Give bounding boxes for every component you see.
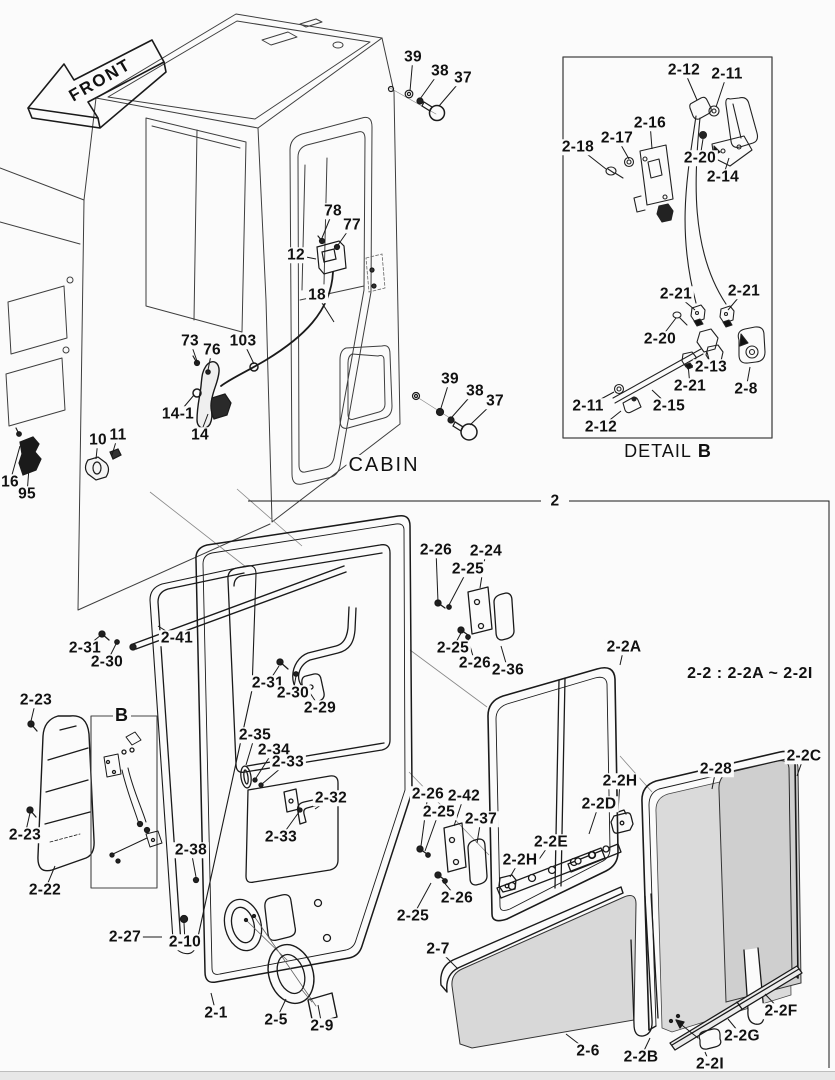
- part-label-2-18: 2-18: [559, 138, 597, 156]
- part-label-95: 95: [16, 485, 38, 503]
- part-label-77: 77: [341, 216, 363, 234]
- part-label-2-1: 2-1: [202, 1004, 230, 1022]
- cabin-art: [0, 13, 401, 611]
- part-label-2-12: 2-12: [665, 61, 703, 79]
- page-edge: [0, 1071, 835, 1080]
- part-label-2-8: 2-8: [732, 380, 760, 398]
- cabin-caption: CABIN: [346, 454, 422, 476]
- part-label-2-41: 2-41: [158, 629, 196, 647]
- part-label-2-29: 2-29: [301, 699, 339, 717]
- part-label-2-9: 2-9: [308, 1017, 336, 1035]
- part-label-2-21: 2-21: [657, 285, 695, 303]
- part-label-2-27: 2-27: [106, 928, 144, 946]
- part-label-38: 38: [464, 382, 486, 400]
- part-label-2-2a: 2-2A: [604, 638, 644, 656]
- part-label-2-31: 2-31: [66, 639, 104, 657]
- part-label-2-15: 2-15: [650, 397, 688, 415]
- part-label-2-2i: 2-2I: [694, 1055, 726, 1073]
- part-label-2-2e: 2-2E: [532, 833, 570, 851]
- part-label-18: 18: [306, 286, 328, 304]
- part-label-2-22: 2-22: [26, 881, 64, 899]
- part-label-2-21: 2-21: [671, 377, 709, 395]
- inset-b-label: B: [113, 705, 131, 725]
- part-label-2-21: 2-21: [725, 282, 763, 300]
- part-label-2-30: 2-30: [274, 684, 312, 702]
- part-label-11: 11: [107, 426, 129, 444]
- part-label-2-13: 2-13: [692, 358, 730, 376]
- part-label-2-20: 2-20: [681, 149, 719, 167]
- part-label-2-28: 2-28: [697, 760, 735, 778]
- front-arrow-icon: [27, 39, 167, 129]
- part-label-2-32: 2-32: [312, 789, 350, 807]
- part-label-38: 38: [429, 62, 451, 80]
- cabin-fasteners-art: [15, 85, 478, 481]
- assembly-callout-2: 2: [548, 492, 562, 510]
- detail-caption-word: DETAIL: [624, 441, 692, 461]
- part-label-2-25: 2-25: [434, 639, 472, 657]
- detail-b-caption: DETAIL B: [622, 442, 714, 460]
- part-label-2-26: 2-26: [409, 785, 447, 803]
- part-label-2-17: 2-17: [598, 129, 636, 147]
- part-label-2-2h: 2-2H: [600, 772, 640, 790]
- part-label-2-14: 2-14: [704, 168, 742, 186]
- part-label-2-30: 2-30: [88, 653, 126, 671]
- part-label-2-24: 2-24: [467, 542, 505, 560]
- part-label-2-42: 2-42: [445, 787, 483, 805]
- projection-lines: [149, 488, 653, 856]
- part-label-2-38: 2-38: [172, 841, 210, 859]
- part-label-37: 37: [484, 392, 506, 410]
- part-label-2-2b: 2-2B: [621, 1048, 661, 1066]
- part-label-2-5: 2-5: [262, 1011, 290, 1029]
- part-label-2-23: 2-23: [17, 691, 55, 709]
- assembly-bracket: [248, 500, 830, 1068]
- part-label-2-37: 2-37: [462, 810, 500, 828]
- part-label-2-25: 2-25: [394, 907, 432, 925]
- part-label-12: 12: [285, 246, 307, 264]
- part-label-2-2g: 2-2G: [722, 1027, 762, 1045]
- part-label-2-2h: 2-2H: [500, 851, 540, 869]
- part-label-2-12: 2-12: [582, 418, 620, 436]
- part-label-2-25: 2-25: [449, 560, 487, 578]
- leader-line: [435, 549, 439, 603]
- part-label-2-7: 2-7: [424, 940, 452, 958]
- part-label-39: 39: [439, 370, 461, 388]
- part-label-2-11: 2-11: [709, 65, 745, 83]
- part-label-2-26: 2-26: [417, 541, 455, 559]
- part-label-2-20: 2-20: [641, 330, 679, 348]
- part-label-76: 76: [201, 341, 223, 359]
- part-label-103: 103: [227, 332, 259, 350]
- part-label-2-16: 2-16: [631, 114, 669, 132]
- part-label-2-34: 2-34: [255, 741, 293, 759]
- glass-panels-art: [451, 758, 802, 1049]
- door-art: [26, 514, 803, 1051]
- part-label-2-2f: 2-2F: [762, 1002, 800, 1020]
- part-label-73: 73: [179, 332, 201, 350]
- part-label-2-11: 2-11: [570, 397, 606, 415]
- leader-line: [420, 793, 429, 847]
- part-label-2-35: 2-35: [236, 726, 274, 744]
- glass-range-note: 2-2 : 2-2A ~ 2-2I: [687, 665, 813, 682]
- part-label-2-26: 2-26: [438, 889, 476, 907]
- part-label-37: 37: [452, 69, 474, 87]
- part-label-2-6: 2-6: [574, 1042, 602, 1060]
- part-label-2-2c: 2-2C: [784, 747, 824, 765]
- part-label-10: 10: [87, 431, 109, 449]
- part-label-2-26: 2-26: [456, 654, 494, 672]
- part-label-2-2d: 2-2D: [579, 795, 619, 813]
- part-label-16: 16: [0, 473, 21, 491]
- part-label-14-1: 14-1: [159, 405, 197, 423]
- part-label-2-25: 2-25: [420, 803, 458, 821]
- part-label-14: 14: [189, 426, 211, 444]
- part-label-2-33: 2-33: [262, 828, 300, 846]
- part-label-2-10: 2-10: [166, 933, 204, 951]
- part-label-78: 78: [322, 202, 344, 220]
- detail-caption-letter: B: [697, 441, 712, 461]
- part-label-2-33: 2-33: [269, 753, 307, 771]
- part-label-2-23: 2-23: [6, 826, 44, 844]
- part-label-2-36: 2-36: [489, 661, 527, 679]
- part-label-39: 39: [402, 48, 424, 66]
